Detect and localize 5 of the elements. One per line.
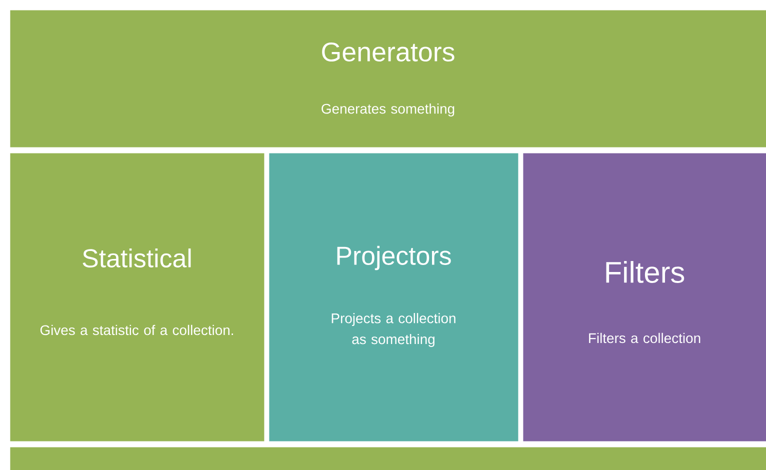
footer-bar <box>10 447 766 470</box>
category-box: Projectors Projects a collection as something <box>269 153 518 442</box>
category-band: Generators Generates something <box>10 10 766 148</box>
category-box: Statistical Gives a statistic of a collection. <box>10 153 264 442</box>
category-box: Filters Filters a collection <box>523 153 766 442</box>
